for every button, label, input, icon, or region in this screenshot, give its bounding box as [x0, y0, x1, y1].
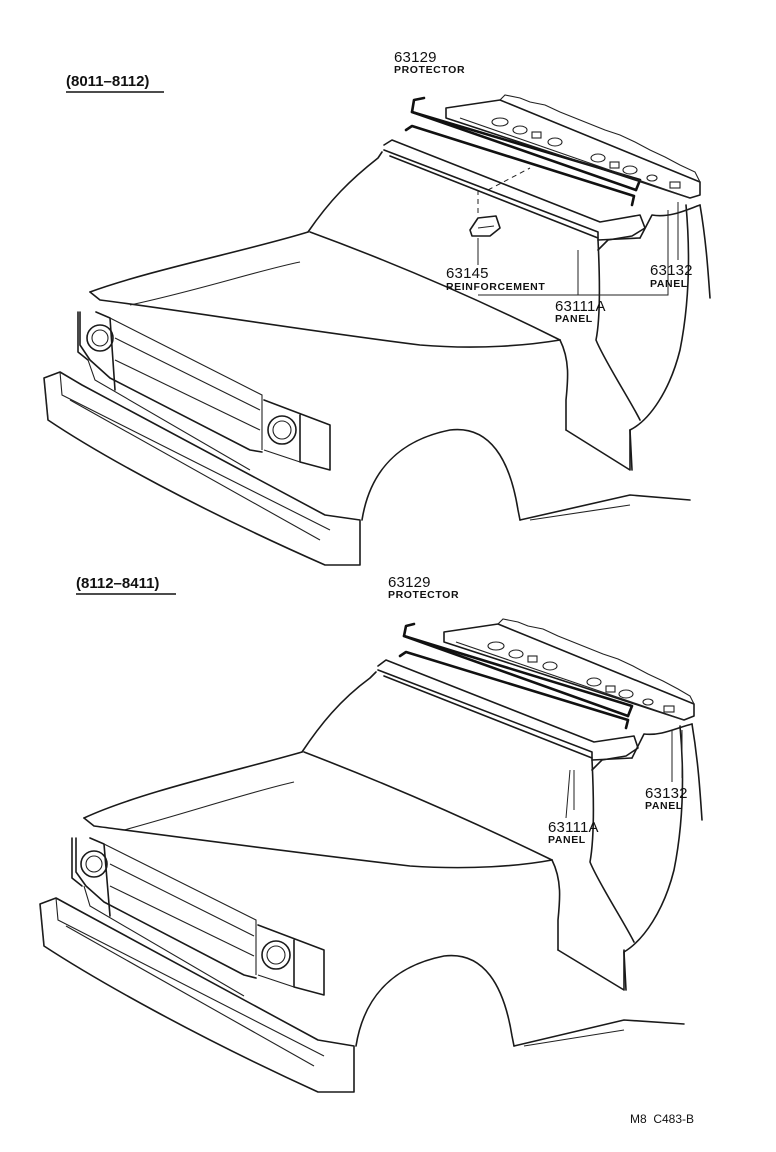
section-1-leaders: [477, 202, 679, 296]
section-1-parts: [383, 94, 701, 251]
section-2-cowl-panel-part: [398, 650, 630, 730]
callout-63132-name-2: PANEL: [645, 800, 683, 812]
drawing-code: M8 C483-B: [630, 1112, 694, 1126]
callout-63132-number-2: 63132: [645, 785, 688, 802]
callout-63129-number-2: 63129: [388, 574, 431, 591]
callout-63132-number: 63132: [650, 262, 693, 279]
callout-63111a-name: PANEL: [555, 313, 593, 325]
section-1-reinforcement-part: [469, 215, 501, 237]
section-1-callouts: 63129 PROTECTOR 63145 REINFORCEMENT 6311…: [394, 49, 693, 325]
callout-63145-number: 63145: [446, 265, 489, 282]
section-2-callouts: 63129 PROTECTOR 63111A PANEL 63132 PANEL: [388, 574, 688, 846]
section-2-parts: [377, 618, 695, 771]
section-2-protector-part: [402, 622, 634, 718]
section-1: (8011–8112): [43, 49, 711, 566]
callout-63111a-number-2: 63111A: [548, 819, 599, 836]
section-1-vehicle-body: [43, 149, 711, 566]
section-2: (8112–8411): [39, 574, 703, 1093]
section-1-cowl-panel-part: [404, 124, 636, 207]
callout-63132-name: PANEL: [650, 278, 688, 290]
callout-63145-name: REINFORCEMENT: [446, 281, 545, 293]
section-1-range: (8011–8112): [66, 73, 149, 90]
callout-63129-number: 63129: [394, 49, 437, 66]
section-2-range: (8112–8411): [76, 575, 159, 592]
section-2-vent-panel-part: [443, 623, 695, 721]
callout-63129-name-2: PROTECTOR: [388, 589, 459, 601]
callout-63111a-name-2: PANEL: [548, 834, 586, 846]
callout-63129-name: PROTECTOR: [394, 64, 465, 76]
section-2-leaders: [565, 730, 683, 819]
callout-63111a-number: 63111A: [555, 298, 606, 315]
section-2-vehicle-body: [39, 669, 703, 1093]
